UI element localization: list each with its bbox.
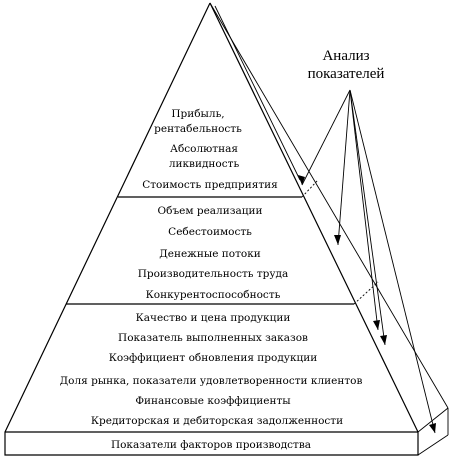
level-third: Качество и цена продукции Показатель вып… <box>60 312 363 427</box>
level-second-item: Производительность труда <box>138 268 289 280</box>
side-ridge-line <box>209 2 449 409</box>
level-second-item: Объем реализации <box>158 205 263 217</box>
pyramid-left-edge <box>4 2 419 456</box>
level-second-item: Себестоимость <box>168 226 252 238</box>
level-second-item: Денежные потоки <box>159 248 261 260</box>
side-divider-2 <box>353 281 379 305</box>
level-third-item: Показатель выполненных заказов <box>118 332 308 344</box>
arrowhead-third-b <box>380 335 387 345</box>
arrowhead-second <box>334 235 341 245</box>
arrow-to-third-level-a <box>349 89 379 331</box>
arrow-to-base-level <box>349 89 436 434</box>
level-top-item: Стоимость предприятия <box>142 179 278 191</box>
pyramid-front <box>4 2 419 456</box>
level-top-item: рентабельность <box>154 123 242 135</box>
level-third-item: Финансовые коэффициенты <box>135 395 290 407</box>
arrowhead-top <box>298 175 305 185</box>
level-top-item: Прибыль, <box>171 108 224 120</box>
level-base-item: Показатели факторов производства <box>111 439 311 451</box>
arrowhead-third-a <box>373 320 380 330</box>
level-second-item: Конкурентоспособность <box>146 289 281 301</box>
arrowhead-base <box>429 423 436 433</box>
side-base-top-edge <box>417 407 449 433</box>
level-base: Показатели факторов производства <box>111 439 311 451</box>
level-top: Прибыль, рентабельность Абсолютная ликви… <box>142 108 278 191</box>
ridge-arrow-line <box>214 5 301 181</box>
arrow-to-third-level-b <box>349 89 386 346</box>
level-top-item: Абсолютная <box>170 143 238 155</box>
arrow-to-top-level <box>301 89 351 186</box>
level-third-item: Доля рынка, показатели удовлетворенности… <box>60 375 363 387</box>
level-third-item: Качество и цена продукции <box>136 312 291 324</box>
annotation-line-1: Анализ <box>322 48 369 64</box>
side-base-bottom-edge <box>417 434 449 456</box>
level-second: Объем реализации Себестоимость Денежные … <box>138 205 289 301</box>
arrow-to-second-level <box>337 89 351 246</box>
level-third-item: Коэффициент обновления продукции <box>109 352 318 364</box>
level-top-item: ликвидность <box>169 158 240 170</box>
analysis-arrows <box>214 5 436 434</box>
level-third-item: Кредиторская и дебиторская задолженности <box>91 415 343 427</box>
pyramid-side <box>209 2 449 456</box>
annotation-line-2: показателей <box>308 66 385 82</box>
